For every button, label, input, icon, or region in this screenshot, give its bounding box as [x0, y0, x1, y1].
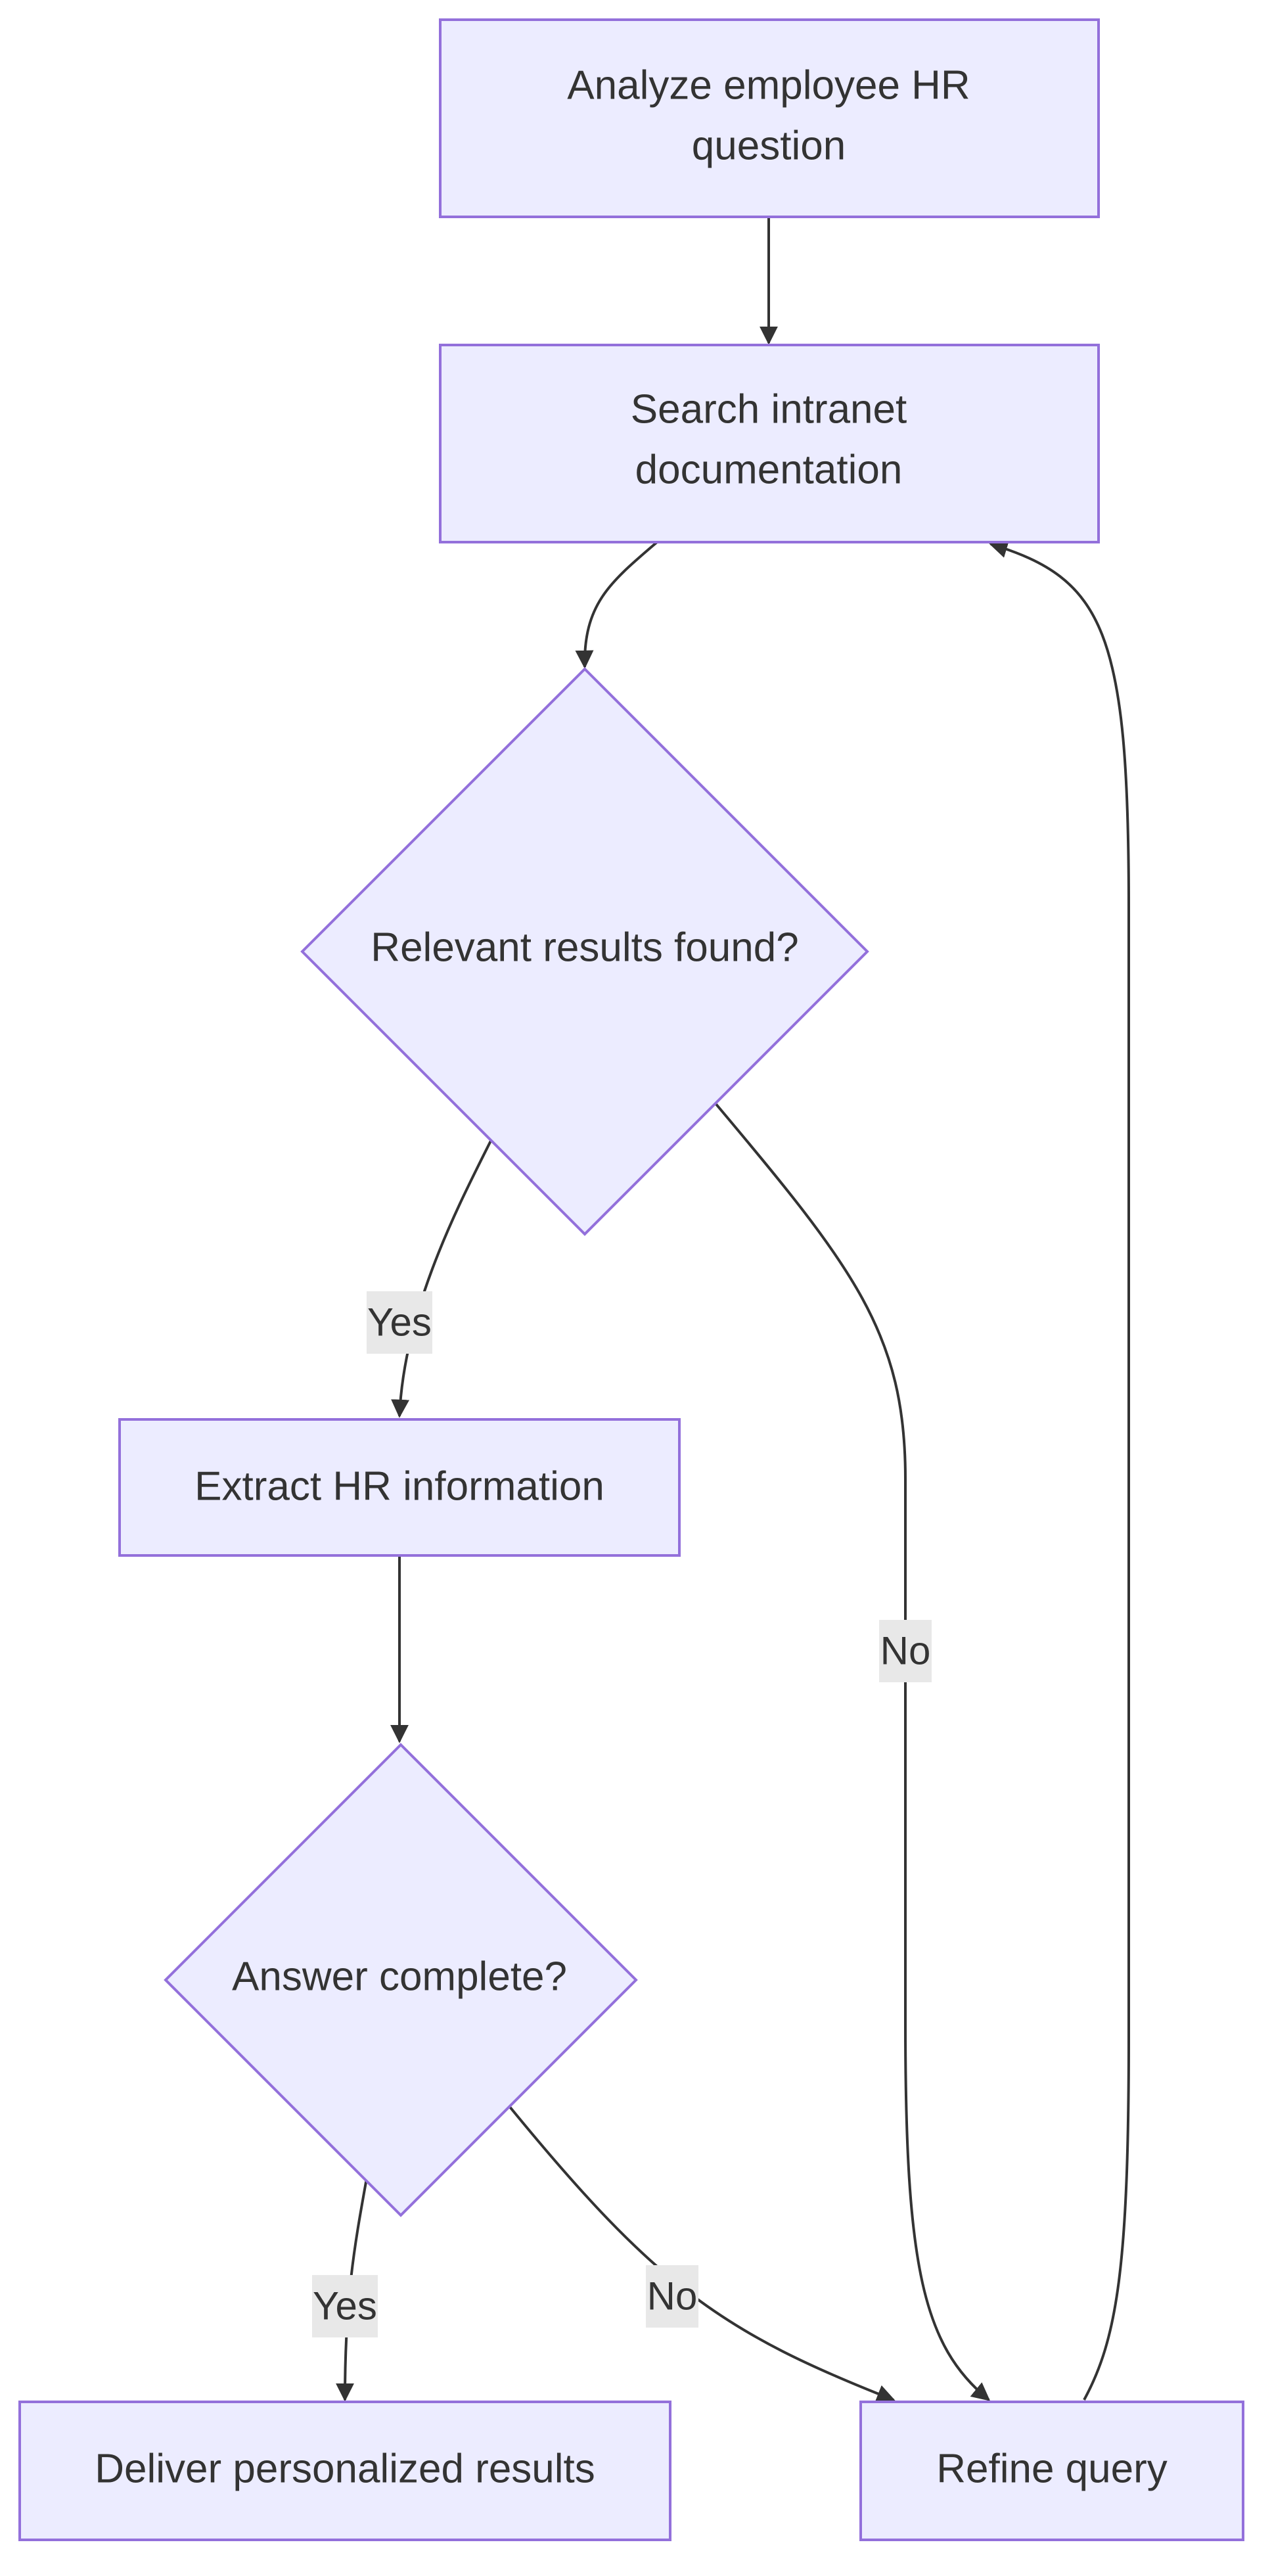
node-extract-label: Extract HR information: [194, 1464, 604, 1509]
node-search-intranet: Search intranet documentation: [439, 344, 1100, 543]
node-analyze-label-line2: question: [692, 124, 846, 169]
edge-label-complete-no: No: [646, 2265, 698, 2328]
decision-complete-label: Answer complete?: [232, 1954, 567, 2000]
decision-answer-complete: Answer complete?: [164, 1743, 638, 2217]
edge-label-relevant-yes: Yes: [367, 1291, 432, 1354]
label-yes: Yes: [313, 2284, 377, 2328]
node-analyze-question: Analyze employee HR question: [439, 18, 1100, 218]
edge-refine-to-search: [989, 540, 1130, 2401]
node-search-label-line2: documentation: [635, 448, 903, 493]
edge-relevant-no-to-refine: [714, 1101, 991, 2401]
label-no: No: [880, 1629, 931, 1673]
label-no: No: [647, 2274, 698, 2318]
edge-search-to-relevant: [575, 541, 658, 669]
label-yes: Yes: [367, 1300, 432, 1345]
edge-label-complete-yes: Yes: [312, 2275, 378, 2337]
nodes: Analyze employee HR question Search intr…: [18, 18, 1244, 2541]
decision-relevant-label: Relevant results found?: [371, 925, 798, 971]
edge-relevant-yes-to-extract: [391, 1136, 494, 1418]
node-extract-hr-info: Extract HR information: [118, 1418, 681, 1557]
edge-label-relevant-no: No: [879, 1620, 932, 1682]
decision-relevant-results: Relevant results found?: [300, 667, 869, 1236]
node-refine-label: Refine query: [936, 2447, 1168, 2492]
node-search-label-line1: Search intranet: [631, 387, 907, 432]
node-analyze-label-line1: Analyze employee HR: [567, 63, 970, 108]
node-refine-query: Refine query: [859, 2401, 1244, 2541]
node-deliver-label: Deliver personalized results: [95, 2447, 595, 2492]
node-deliver-results: Deliver personalized results: [18, 2401, 671, 2541]
edge-labels: Yes No Yes No: [312, 1291, 932, 2337]
edge-complete-no-to-refine: [508, 2105, 896, 2403]
